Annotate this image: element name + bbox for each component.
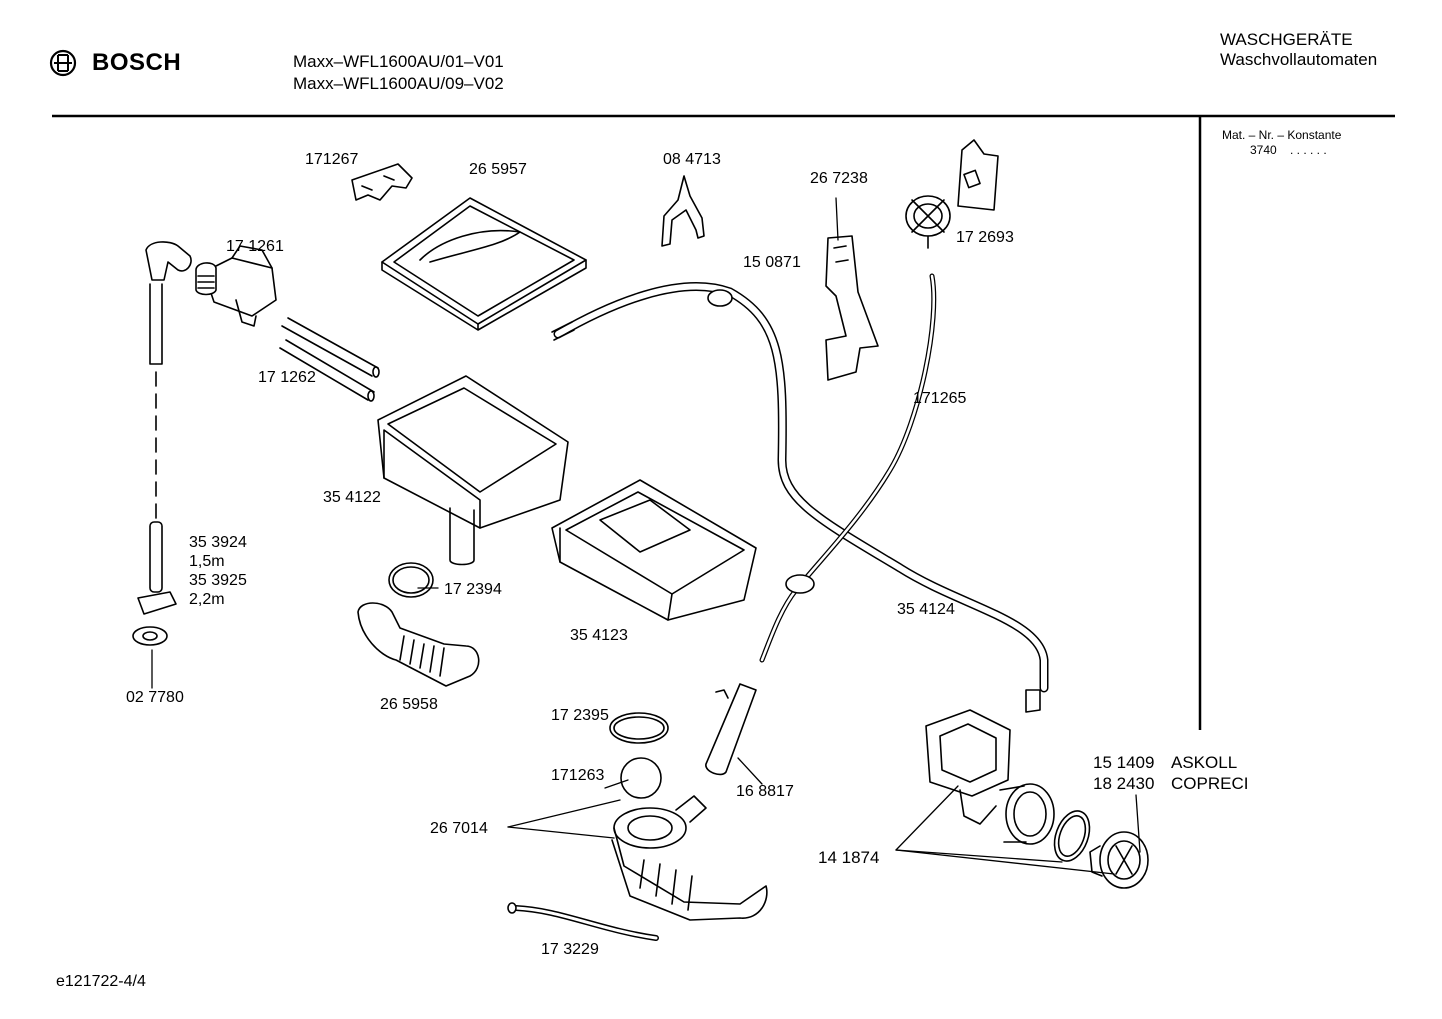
part-354122-housing [377,375,569,566]
category-subtitle: Waschvollautomaten [1220,50,1378,69]
part-354123-drawer [551,479,757,621]
part-353924-hose [132,241,192,646]
label-354122: 35 4122 [323,489,381,506]
label-length-15: 1,5m [189,553,225,570]
label-171267: 171267 [305,151,359,168]
mat-nr-dots: . . . . . . [1290,143,1327,157]
part-267014-sump [611,795,768,921]
part-171261-valve [195,245,277,327]
part-354124-hose [551,282,1049,713]
label-askoll: ASKOLL [1171,753,1238,772]
label-copreci: COPRECI [1171,774,1249,793]
label-267014: 26 7014 [430,820,488,837]
label-151409: 15 1409 [1093,753,1155,772]
drawing-code: e121722-4/4 [56,973,146,990]
brand-logo: BOSCH [48,48,181,78]
label-172394: 17 2394 [444,581,502,598]
label-353925: 35 3925 [189,572,247,589]
part-172693-switch [905,139,999,249]
part-265958-bellows [357,602,480,687]
label-265957: 26 5957 [469,161,527,178]
part-171263-ball [620,757,662,799]
part-168817-air-trap [705,683,757,776]
label-171263: 171263 [551,767,605,784]
leader-lines [151,197,1141,875]
label-354123: 35 4123 [570,627,628,644]
part-172395-ring [609,712,669,744]
label-150871: 15 0871 [743,254,801,271]
model-line-2: Maxx–WFL1600AU/09–V02 [293,74,504,93]
part-267238-bracket [825,235,879,381]
label-173229: 17 3229 [541,941,599,958]
mat-nr-value: 3740 [1250,143,1277,157]
part-141874-pump [925,709,1055,845]
label-171262: 17 1262 [258,369,316,386]
label-length-22: 2,2m [189,591,225,608]
part-171267-bracket [351,163,413,201]
mat-nr-title: Mat. – Nr. – Konstante [1222,128,1342,142]
label-265958: 26 5958 [380,696,438,713]
label-171261: 17 1261 [226,238,284,255]
bosch-armature-icon [49,49,77,77]
label-354124: 35 4124 [897,601,955,618]
label-267238: 26 7238 [810,170,868,187]
model-line-1: Maxx–WFL1600AU/01–V01 [293,52,504,71]
brand-name: BOSCH [92,49,182,76]
label-172395: 17 2395 [551,707,609,724]
label-353924: 35 3924 [189,534,247,551]
label-141874: 14 1874 [818,848,880,867]
label-172693: 17 2693 [956,229,1014,246]
label-171265: 171265 [913,390,967,407]
part-173229-small-hose [507,902,659,941]
part-265957-frame [381,197,587,331]
category-title: WASCHGERÄTE [1220,30,1353,49]
part-172394-ring [388,562,434,598]
label-168817: 16 8817 [736,783,794,800]
label-182430: 18 2430 [1093,774,1155,793]
part-084713-clip [661,175,705,247]
part-171265-pressure-hose [759,273,937,663]
part-171262-pipes [279,317,380,402]
label-084713: 08 4713 [663,151,721,168]
part-filter-ring [1053,810,1091,862]
label-027780: 02 7780 [126,689,184,706]
